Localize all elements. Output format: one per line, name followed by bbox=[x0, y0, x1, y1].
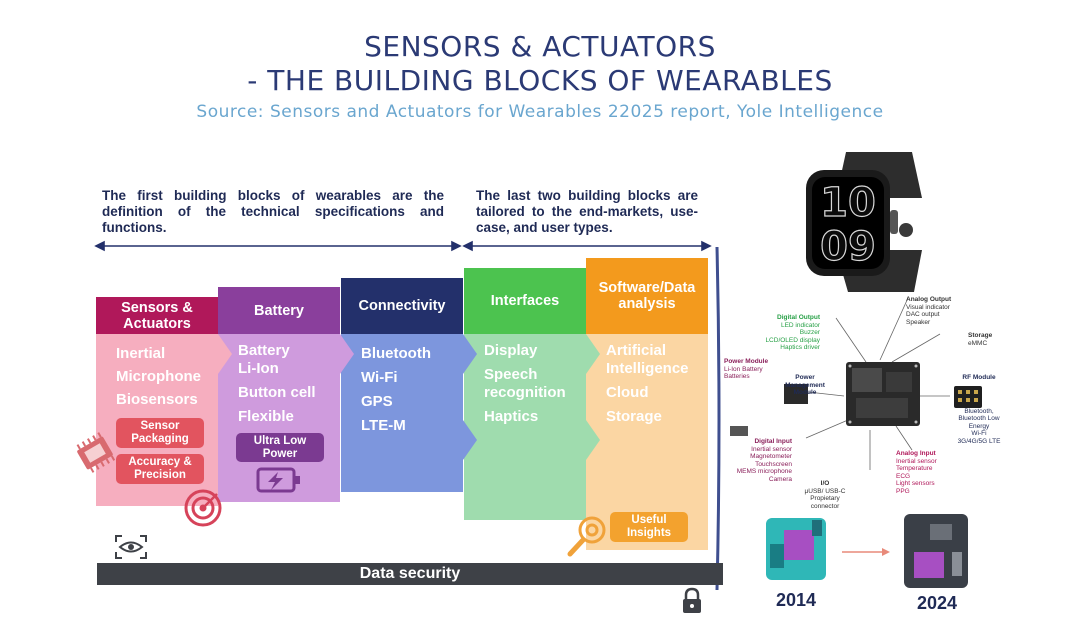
io-label: I/O μUSB/ USB-C Propietary connector bbox=[796, 480, 854, 510]
intro-right-text: The last two building blocks are tailore… bbox=[476, 188, 698, 236]
list-item: LTE-M bbox=[361, 414, 463, 438]
watch-minute: 09 bbox=[820, 224, 876, 270]
list-item: Bluetooth bbox=[361, 342, 463, 366]
watch-hour: 10 bbox=[820, 180, 876, 226]
digital-output-label: Digital Output LED indicator Buzzer LCD/… bbox=[764, 314, 820, 352]
sensors-items: Inertial Microphone Biosensors bbox=[96, 334, 218, 411]
lock-icon bbox=[681, 588, 703, 614]
digital-input-chip bbox=[730, 426, 748, 436]
page-subtitle: - THE BUILDING BLOCKS OF WEARABLES bbox=[0, 64, 1080, 97]
vertical-divider bbox=[717, 247, 719, 590]
analog-output-label: Analog Output Visual indicator DAC outpu… bbox=[906, 296, 966, 326]
list-item: GPS bbox=[361, 390, 463, 414]
magnifier-gear-icon bbox=[566, 514, 610, 558]
intro-left-text: The first building blocks of wearables a… bbox=[102, 188, 444, 236]
ic-chip-icon bbox=[70, 432, 120, 474]
board-2024 bbox=[904, 514, 968, 588]
target-icon bbox=[183, 488, 223, 528]
smartwatch-image: 10 09 bbox=[802, 150, 942, 300]
pmm-label: Power Management Module bbox=[782, 374, 828, 397]
battery-header: Battery bbox=[218, 287, 340, 334]
main-board bbox=[846, 362, 920, 426]
battery-items: Battery Li-Ion Button cell Flexible bbox=[218, 334, 340, 426]
connectivity-items: Bluetooth Wi-Fi GPS LTE-M bbox=[341, 334, 463, 438]
list-item: Battery bbox=[238, 342, 340, 360]
storage-label: Storage eMMC bbox=[968, 332, 1008, 347]
board-2014 bbox=[766, 518, 826, 580]
rf-module-label: RF Module Bluetooth, Bluetooth Low Energ… bbox=[950, 374, 1008, 445]
interfaces-header: Interfaces bbox=[464, 268, 586, 334]
connectivity-header: Connectivity bbox=[341, 278, 463, 334]
digital-input-label: Digital Input Inertial sensor Magnetomet… bbox=[730, 438, 792, 483]
interfaces-items: Display Speech recognition Haptics bbox=[464, 334, 586, 426]
list-item: Biosensors bbox=[116, 388, 218, 411]
sensor-packaging-pill: Sensor Packaging bbox=[116, 418, 204, 448]
evolution-arrow bbox=[842, 548, 890, 556]
left-span-arrow bbox=[96, 242, 460, 250]
data-security-bar: Data security bbox=[97, 563, 723, 585]
useful-insights-pill: Useful Insights bbox=[610, 512, 688, 542]
data-security-label: Data security bbox=[360, 565, 461, 583]
list-item: Display bbox=[484, 342, 586, 360]
list-item: Inertial bbox=[116, 342, 218, 365]
analog-input-label: Analog Input Inertial sensor Temperature… bbox=[896, 450, 956, 495]
page-title: SENSORS & ACTUATORS bbox=[0, 30, 1080, 63]
list-item: Button cell bbox=[238, 384, 340, 402]
list-item: recognition bbox=[484, 384, 586, 402]
list-item: Cloud bbox=[606, 384, 708, 402]
list-item: Li-Ion bbox=[238, 360, 340, 378]
list-item: Flexible bbox=[238, 408, 340, 426]
year-2024: 2024 bbox=[906, 593, 968, 614]
year-2014: 2014 bbox=[766, 590, 826, 611]
ultra-low-power-pill: Ultra Low Power bbox=[236, 433, 324, 462]
sensors-header: Sensors & Actuators bbox=[96, 297, 218, 334]
right-span-arrow bbox=[464, 242, 710, 250]
accuracy-precision-pill: Accuracy & Precision bbox=[116, 454, 204, 484]
eye-scan-icon bbox=[114, 534, 148, 560]
list-item: Speech bbox=[484, 366, 586, 384]
list-item: Microphone bbox=[116, 365, 218, 388]
list-item: Haptics bbox=[484, 408, 586, 426]
list-item: Intelligence bbox=[606, 360, 708, 378]
battery-charging-icon bbox=[256, 466, 302, 494]
software-header: Software/Data analysis bbox=[586, 258, 708, 334]
list-item: Artificial bbox=[606, 342, 708, 360]
list-item: Wi-Fi bbox=[361, 366, 463, 390]
power-module-label: Power Module Li-Ion Battery Batteries bbox=[724, 358, 780, 381]
source-caption: Source: Sensors and Actuators for Wearab… bbox=[0, 102, 1080, 122]
list-item: Storage bbox=[606, 408, 708, 426]
software-items: Artificial Intelligence Cloud Storage bbox=[586, 334, 708, 426]
